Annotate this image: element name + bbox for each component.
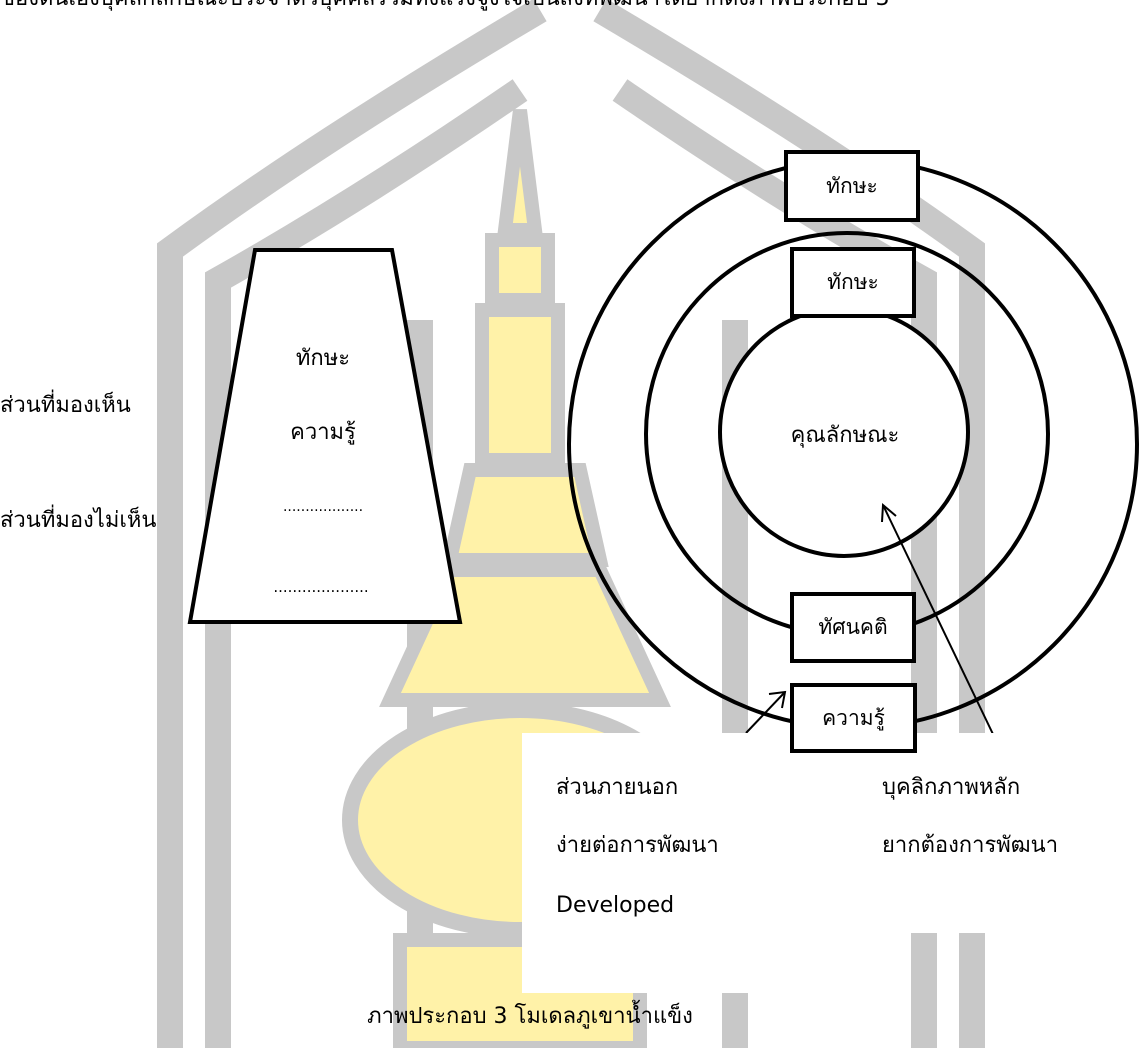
iceberg-trapezoid (187, 248, 463, 624)
core-note-line-2: ยากต้องการพัฒนา (882, 833, 1059, 858)
middle-bottom-box: ทัศนคติ (790, 592, 916, 663)
external-note-line-1: ส่วนภายนอก (556, 775, 679, 800)
external-note-line-2: ง่ายต่อการพัฒนา (556, 833, 719, 858)
iceberg-skill: ทักษะ (295, 346, 351, 371)
iceberg-blank-2: .................... (273, 578, 369, 596)
external-note-panel: ส่วนภายนอก ง่ายต่อการพัฒนา Developed (522, 733, 802, 993)
core-arrow-line (882, 504, 1004, 756)
outer-top-box: ทักษะ (784, 150, 920, 222)
top-text-line: ของตนเองบุคลิกลักษณะประจำตัวบุคคลรวมทั้ง… (0, 0, 889, 12)
visible-part-label: ส่วนที่มองเห็น (0, 393, 131, 418)
middle-top-box: ทักษะ (790, 247, 916, 318)
figure-caption: ภาพประกอบ 3 โมเดลภูเขาน้ำแข็ง (367, 1004, 693, 1029)
outer-bottom-box: ความรู้ (790, 683, 917, 753)
core-arrowhead (881, 502, 897, 523)
core-label: คุณลักษณะ (790, 423, 900, 448)
iceberg-knowledge: ความรู้ (290, 420, 356, 445)
external-arrowhead (768, 690, 787, 709)
hidden-part-label: ส่วนที่มองไม่เห็น (0, 508, 157, 533)
external-note-line-3: Developed (556, 893, 675, 918)
iceberg-blank-1: .................. (282, 499, 364, 515)
external-arrow-line (745, 691, 786, 734)
core-note-line-1: บุคลิกภาพหลัก (882, 775, 1021, 800)
core-note-panel: บุคลิกภาพหลัก ยากต้องการพัฒนา (852, 733, 1141, 933)
